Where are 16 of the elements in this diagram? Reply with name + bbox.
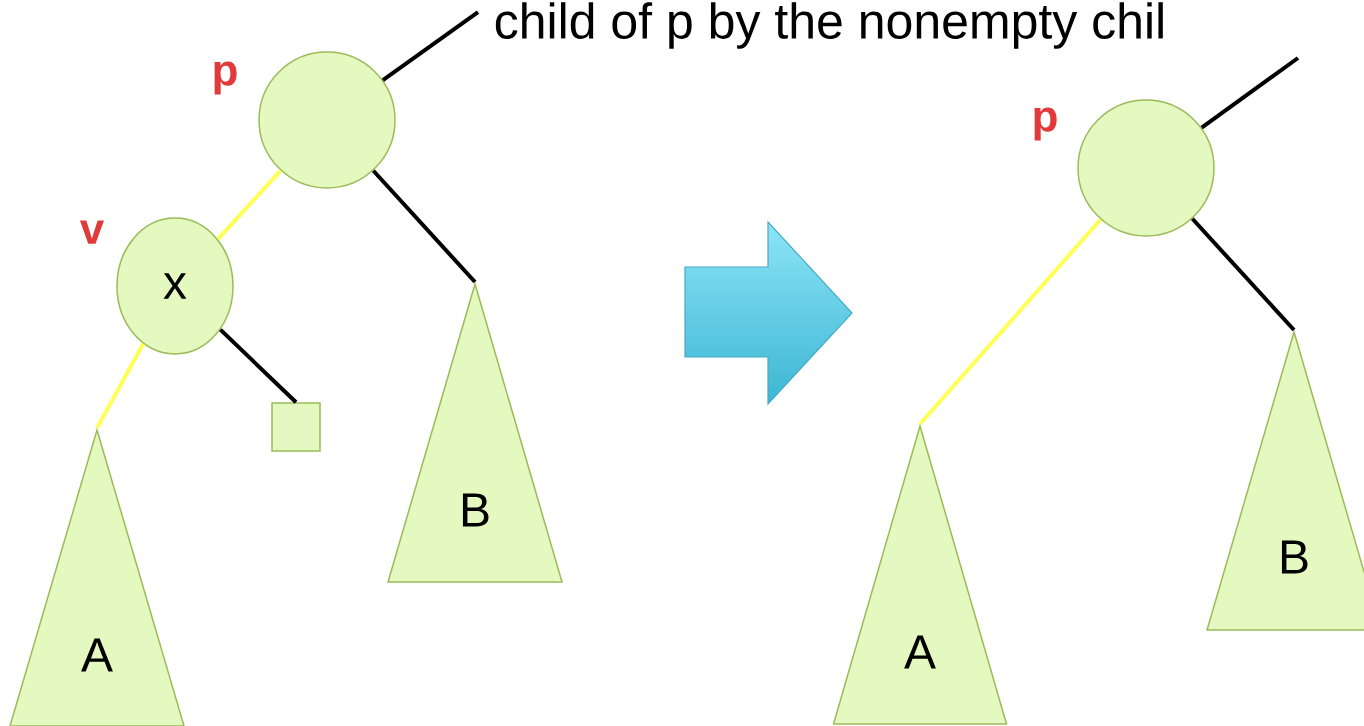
- tree-edge: [371, 169, 477, 284]
- tree-edge: [918, 218, 1102, 426]
- pointer-label: p: [214, 61, 237, 95]
- tree-node: [258, 51, 396, 189]
- tree-edge: [216, 169, 283, 241]
- tree-edge: [1200, 56, 1300, 130]
- pointer-label: p: [1034, 107, 1057, 141]
- tree-edge: [219, 328, 298, 404]
- tree-edge: [1190, 217, 1296, 332]
- pointer-label: v: [79, 220, 105, 244]
- tree-node: x: [116, 217, 234, 355]
- tree-node: [1077, 99, 1215, 237]
- tree-edge: [95, 342, 145, 429]
- leaf-square: [271, 402, 321, 452]
- heading-text: child of p by the nonempty chil: [495, 2, 1163, 49]
- tree-edge: [381, 10, 480, 82]
